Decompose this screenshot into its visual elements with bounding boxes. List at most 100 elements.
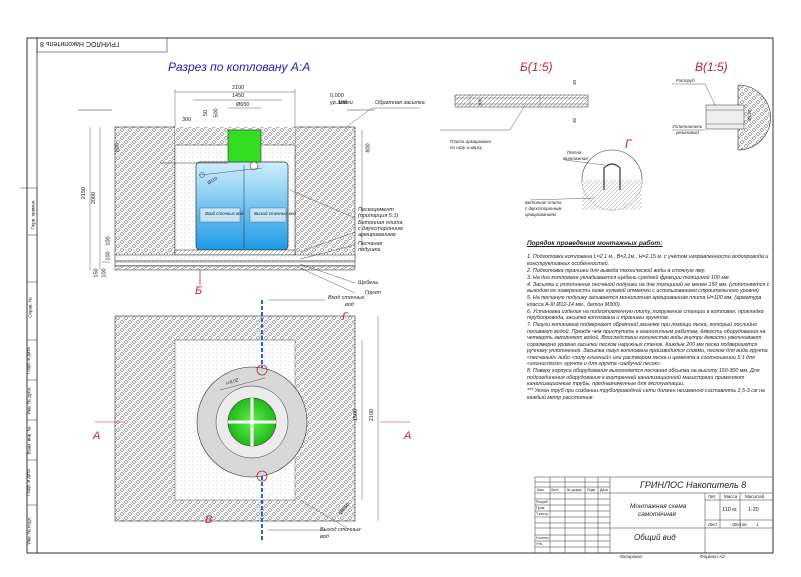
detail-v-title: В(1:5) (695, 60, 728, 74)
label-sandcement: Пескоцемент (358, 207, 394, 213)
notes-item: *** Уклон труб при создании трубопроводн… (527, 388, 765, 401)
notes-item: 8. Поверх корпуса оборудования выполняет… (527, 368, 760, 387)
stamp-list: Лист (551, 488, 559, 492)
strip-podp: Подп. и дата (25, 469, 31, 496)
dim-100c: 100 (105, 251, 112, 261)
stamp-copied: Копировал (620, 554, 643, 559)
plan-dim-1500: 1500 (353, 408, 360, 422)
detail-v-d110: Ø110 (746, 110, 752, 121)
detail-g (529, 149, 643, 211)
stamp-view: Общий вид (634, 533, 676, 542)
stamp-nkontr: Н.контр. (536, 536, 550, 540)
section-title: Разрез по котловану А:А (168, 60, 311, 74)
plan-inlet2: вод (345, 302, 354, 308)
strip-vzam: Взам. инв. № (26, 426, 32, 455)
dim-100b: 100 (105, 236, 112, 246)
strip-inv: Инв. № подл. (26, 516, 32, 545)
dim-2000: 2000 (91, 191, 98, 205)
plan-a-left: А (93, 430, 101, 442)
detail-g-loop2: монтажная (563, 156, 588, 161)
notes-item: 1. Подготовка котлована L=2,1 м., B=2,1м… (527, 254, 769, 267)
tank-outlet-label: Выход сточных вод (254, 211, 296, 216)
dim-300: 300 (182, 117, 192, 123)
dim-1450: 1450 (232, 93, 245, 99)
label-soil: Грунт (365, 290, 381, 296)
label-sand2: подушка (358, 247, 381, 253)
tank-neck (227, 129, 262, 163)
detail-b-dim30a: 30 (572, 79, 578, 86)
stamp-scale-h: Масштаб (745, 494, 765, 499)
label-slab1: Бетонная плита (358, 220, 403, 226)
label-backfill: Обратная засыпка (375, 100, 425, 106)
plan-inlet1: Вход сточных (328, 295, 365, 301)
notes-item: 3. На дно котлована укладывается щебень … (527, 274, 731, 281)
dim-800: 800 (365, 143, 372, 153)
plan-v-label: В (205, 514, 213, 526)
stamp-mass: Масса (724, 494, 738, 499)
detail-b (440, 94, 589, 131)
soil-left (114, 126, 176, 260)
cut-label-b: Б (195, 285, 203, 297)
soil-right (294, 126, 356, 260)
plan-g-label: Г (342, 311, 348, 323)
sand-pad (114, 254, 356, 262)
plan-a-right: А (404, 430, 412, 442)
plan-outlet1: Выход сточных (320, 527, 361, 533)
stamp-format: Формат А2 (700, 554, 725, 559)
tank-body (195, 161, 289, 251)
notes-item: 2. Подготовка траншеи для вывода техниче… (527, 267, 706, 274)
stamp-prov: Пров. (536, 506, 546, 510)
strip-invdubl: Инв. № дубл. (26, 386, 32, 415)
dim-2100: 2100 (232, 85, 245, 91)
frame-rotated-title: ГРИНЛОС Накопитель 8 (40, 40, 120, 47)
dim-100d: 100 (101, 268, 108, 278)
dim-100: 100 (114, 143, 121, 153)
detail-g-title: Г (625, 137, 632, 151)
stamp-podp: Подп. (587, 488, 597, 492)
detail-b-title: Б(1:5) (520, 60, 553, 74)
detail-v (672, 83, 771, 151)
label-gravel: Щебень (358, 280, 379, 286)
stamp-title: ГРИНЛОС Накопитель 8 (640, 480, 747, 490)
stamp-izm: Изм. (537, 488, 545, 492)
stamp-sheets: Листов (732, 522, 747, 527)
plan-view (95, 299, 410, 540)
plan-dim-2100: 2100 (369, 408, 376, 422)
label-slab2: с двухсторонним (358, 226, 403, 232)
notes-list: 1. Подготовка котлована L=2,1 м., B=2,1м… (527, 254, 775, 402)
stamp-utv: Утв. (536, 542, 543, 546)
notes-item: 6. Установка изделия на подготовленную п… (527, 308, 764, 322)
stamp-sheet: Лист (708, 522, 718, 527)
stamp-ndoc: № докум. (567, 488, 583, 492)
dim-150: 150 (93, 268, 100, 278)
dim-50: 50 (203, 109, 210, 117)
label-level: 0.000 (330, 93, 344, 99)
detail-v-seal2: резиновый (676, 130, 699, 135)
notes-item: 7. Пазухи котлована подвергают обратной … (527, 322, 768, 367)
notes-title: Порядок проведения монтажных работ: (527, 240, 663, 247)
stamp-lit: Лит. (708, 494, 717, 499)
stamp-sheets-v: 1 (756, 522, 759, 527)
strip-podp2: Подп. и дата (25, 347, 31, 374)
concrete-slab (174, 249, 296, 256)
gravel-layer (114, 260, 356, 267)
label-sandcement-ratio: (пропорция 5:1) (358, 213, 399, 219)
stamp-data: Дата (600, 488, 608, 492)
detail-g-loop1: Петля (567, 150, 582, 155)
label-sand1: Песчаная (358, 241, 383, 247)
detail-g-slab2: с двухсторонним (525, 206, 562, 211)
section-view (78, 89, 420, 294)
tank-inlet-label: Вход сточных вод (205, 211, 244, 216)
dim-650: Ø650 (236, 102, 250, 108)
stamp-mass-v: 110 кг. (722, 507, 738, 513)
label-ground: ур.земли (330, 100, 353, 106)
stamp-razrab: Разраб. (536, 500, 549, 504)
stamp-scale-v: 1:20 (748, 507, 759, 513)
title-block (534, 476, 774, 554)
dim-500: 500 (213, 108, 220, 118)
detail-g-slab3: армированием (525, 212, 556, 217)
plan-outlet2: вод (320, 534, 329, 540)
stamp-sub1: Монтажная схема (630, 503, 687, 510)
detail-b-dim100: 100 (477, 98, 483, 107)
